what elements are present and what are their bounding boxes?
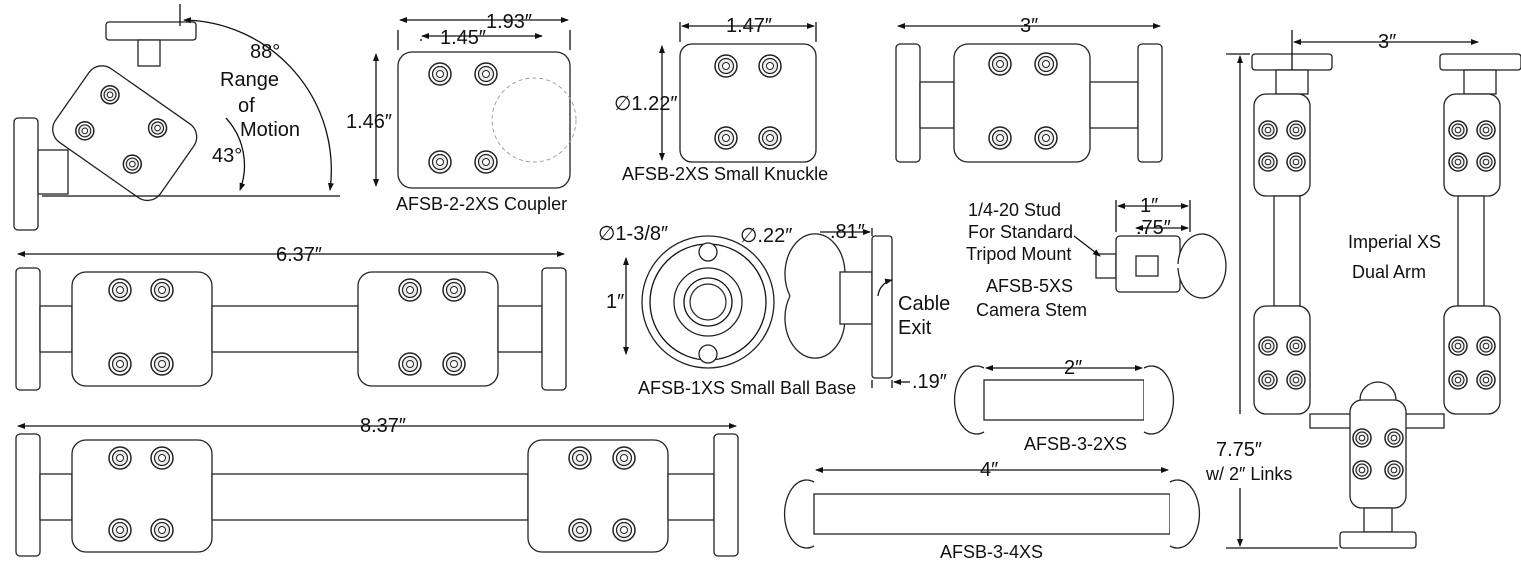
ball-base-cable-label-1: Cable	[898, 293, 950, 315]
camera-stem-stud-1: 1/4-20 Stud	[968, 200, 1061, 220]
short-arm-width: 3″	[1020, 15, 1038, 37]
coupler-caption: AFSB-2-2XS Coupler	[396, 194, 567, 214]
swivel-label-range: Range	[220, 69, 279, 91]
dual-arm-height: 7.75″	[1216, 439, 1262, 461]
camera-stem-width-inner: .75″	[1136, 217, 1171, 239]
link-4-caption: AFSB-3-4XS	[940, 542, 1043, 562]
ball-base-cable-label-2: Exit	[898, 317, 932, 339]
camera-stem-stud-3: Tripod Mount	[966, 244, 1071, 264]
camera-stem-width: 1″	[1140, 195, 1158, 217]
dual-arm-drawing	[1226, 30, 1521, 549]
ball-base-caption: AFSB-1XS Small Ball Base	[638, 378, 856, 398]
camera-stem-stud-2: For Standard	[968, 222, 1073, 242]
knuckle-diameter: ∅1.22″	[614, 93, 677, 115]
dual-arm-height-note: w/ 2″ Links	[1205, 464, 1292, 484]
coupler-width-bolts: 1.45″	[440, 27, 486, 49]
camera-stem-name-1: AFSB-5XS	[986, 276, 1073, 296]
swivel-label-motion: Motion	[240, 119, 300, 141]
arm-837-drawing	[15, 423, 739, 557]
camera-stem-name-2: Camera Stem	[976, 300, 1087, 320]
swivel-angle-bottom: 43°	[212, 145, 242, 167]
link-4-width: 4″	[980, 459, 998, 481]
link-2-width: 2″	[1064, 357, 1082, 379]
link-4-drawing	[783, 467, 1201, 549]
ball-base-flange: .19″	[912, 371, 947, 393]
coupler-drawing	[373, 17, 577, 189]
coupler-width-total: 1.93″	[486, 11, 532, 33]
dual-arm-label-1: Imperial XS	[1348, 232, 1441, 252]
short-arm-drawing	[895, 23, 1163, 163]
link-2-caption: AFSB-3-2XS	[1024, 434, 1127, 454]
coupler-height: 1.46″	[346, 111, 392, 133]
arm-837-width: 8.37″	[360, 415, 406, 437]
knuckle-drawing	[659, 22, 817, 163]
knuckle-caption: AFSB-2XS Small Knuckle	[622, 164, 828, 184]
ball-base-drawing	[623, 228, 910, 388]
swivel-angle-top: 88°	[250, 41, 280, 63]
camera-stem-drawing	[1073, 200, 1227, 299]
ball-base-hole-diameter: ∅.22″	[740, 225, 792, 247]
swivel-mount-drawing	[13, 4, 340, 231]
ball-base-outer-diameter: ∅1-3/8″	[598, 223, 668, 245]
link-2-drawing	[953, 365, 1175, 435]
dual-arm-width: 3″	[1378, 31, 1396, 53]
ball-base-side-width: .81″	[830, 221, 865, 243]
swivel-label-of: of	[238, 95, 255, 117]
dual-arm-label-2: Dual Arm	[1352, 262, 1426, 282]
arm-637-drawing	[15, 251, 567, 391]
ball-base-height: 1″	[606, 291, 624, 313]
knuckle-width: 1.47″	[726, 15, 772, 37]
arm-637-width: 6.37″	[276, 244, 322, 266]
